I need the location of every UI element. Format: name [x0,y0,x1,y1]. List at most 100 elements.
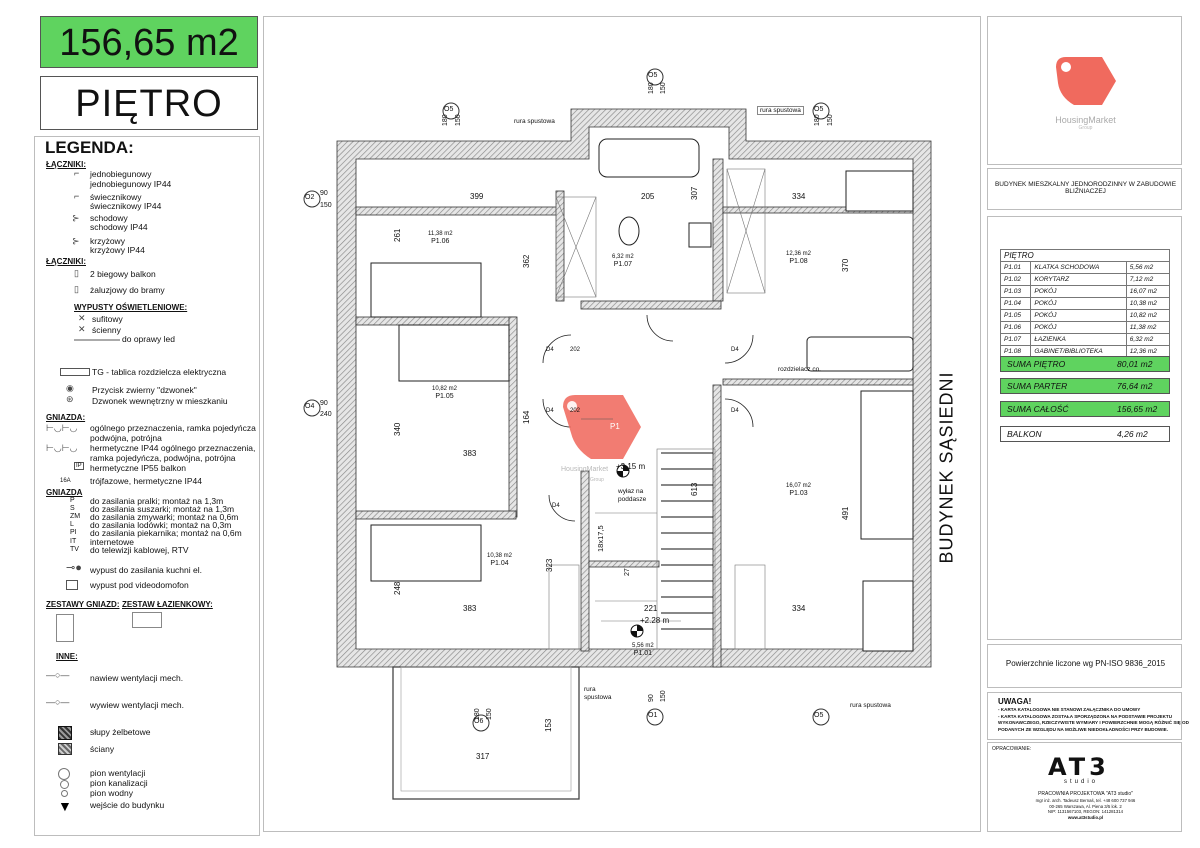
watermark-sub: Group [590,477,604,483]
legend-item: ramka pojedyńcza, podwójna, potrójna [90,453,236,463]
axis-offset-label: 90 [648,694,655,702]
wardrobe-hatched [734,564,766,650]
socket-code: TV [70,546,79,553]
wall [712,158,724,302]
warning-line: PODANYCH ZE WZGLĘDU NA MOŻLIWE NIEDOKŁAD… [998,726,1168,732]
warning-line: - KARTA KATALOGOWA NIE STANOWI ZAŁĄCZNIK… [998,707,1141,712]
table-cell-area: 11,38 m2 [1125,321,1171,334]
axis-bubble [472,714,490,732]
warning-text: - KARTA KATALOGOWA NIE STANOWI ZAŁĄCZNIK… [998,707,1189,733]
balcony-value: 4,26 m2 [1117,429,1148,439]
door-tag: D4 [552,503,560,509]
dimension-label: 334 [792,192,806,201]
legend-item: trójfazowe, hermetyczne IP44 [90,476,202,486]
axis-offset-label: 180 [442,114,449,126]
legend-item: do oprawy led [122,334,175,344]
axis-offset-label: 180 [648,82,655,94]
bed [370,262,482,318]
table-cell-area: 10,82 m2 [1125,309,1171,322]
table-cell-code: P1.04 [999,297,1032,310]
axis-label: O5 [814,106,824,113]
exterior-wall [336,108,932,668]
axis-offset-label: 150 [660,690,667,702]
switch-icon: ⊱ [72,213,80,223]
wardrobe [860,390,914,540]
distribution-board-icon [60,368,90,376]
legend-item: internetowe [90,537,134,547]
level-label: +2.28 m [640,616,670,625]
table-header-row: PIĘTRO [1000,249,1170,262]
sum-ground-row: SUMA PARTER 76,64 m2 [1000,378,1170,394]
legend-item: Dzwonek wewnętrzny w mieszkaniu [92,396,228,406]
sum-value: 76,64 m2 [1117,381,1153,391]
legend-item: TG - tablica rozdzielcza elektryczna [92,367,227,377]
socket-code: ZM [70,513,81,520]
table-cell-code: P1.07 [999,333,1032,346]
wall [722,378,914,386]
axis-dim: 90 [320,190,328,197]
legend-item: do zasilania lodówki; montaż na 0,3m [90,520,232,530]
axis-offset-label: 150 [455,114,462,126]
legend-title: LEGENDA: [45,138,134,157]
areas-panel [987,216,1182,640]
axis-bubble [646,708,664,726]
room-code: P1.03 [789,490,808,497]
axis-bubble [646,68,664,86]
building-entrance-icon: ▼ [58,798,72,814]
room-code: P1.05 [435,393,454,400]
dimension-label: 221 [644,604,658,613]
legend-item: nawiew wentylacji mech. [90,673,184,683]
axis-bubble [303,190,321,208]
door-swing [724,398,754,428]
dimension-label: 491 [841,506,850,520]
supply-vent-icon: —○— [46,670,70,680]
legend-item: podwójna, potrójna [90,433,162,443]
warning-line: - KARTA KATALOGOWA ZOSTAŁA SPORZĄDZONA N… [998,713,1173,719]
dimension-label: 334 [792,604,806,613]
level-marker [616,464,644,638]
table-cell-code: P1.03 [999,285,1032,298]
door-tag: 202 [570,408,581,414]
table-cell-name: POKÓJ [1030,309,1127,322]
table-cell-area: 12,36 m2 [1125,345,1171,358]
project-title: BUDYNEK MIESZKALNY JEDNORODZINNY W ZABUD… [994,181,1177,195]
table-cell-area: 10,38 m2 [1125,297,1171,310]
axis-label: O6 [474,718,484,725]
table-cell-name: ŁAZIENKA [1030,333,1127,346]
stairs-spec: 18x17,5 [596,525,605,552]
downpipe-note: rura spustowa [514,118,555,125]
wall [580,300,722,310]
door-tag: D4 [546,408,554,414]
wall [355,206,557,216]
table-header: PIĘTRO [1000,249,1170,262]
floor-plan-frame [263,16,981,832]
socket-code: L [70,521,74,528]
sum-label: SUMA PARTER [1007,381,1068,391]
sewer-riser-icon [60,780,69,789]
table-cell-code: P1.02 [999,273,1032,286]
legend-item: ogólnego przeznaczenia, ramka pojedyńcza [90,423,256,433]
water-riser-icon [61,790,68,797]
socket-set-icon [56,614,74,642]
balcony-inner [400,666,572,792]
legend-sockets-heading: GNIAZDA: [46,413,86,422]
dimension-label: 307 [690,186,699,200]
dimension-label: 383 [463,604,477,613]
sum-label: SUMA PIĘTRO [1007,359,1066,369]
manifold-note: rozdzielacz co. [778,366,821,373]
door-swing [542,398,572,428]
kitchen-supply-icon: ⊸● [66,562,82,574]
bathtub [598,138,700,178]
switch-icon: ⌐ [74,168,80,178]
downpipe-note: rura spustowa [584,686,612,701]
legend-item: ścienny [92,325,121,335]
door-tag: D4 [731,408,739,414]
wall [712,384,722,668]
room-area: 11,38 m2 [428,231,453,237]
legend-item: krzyżowy IP44 [90,245,145,255]
